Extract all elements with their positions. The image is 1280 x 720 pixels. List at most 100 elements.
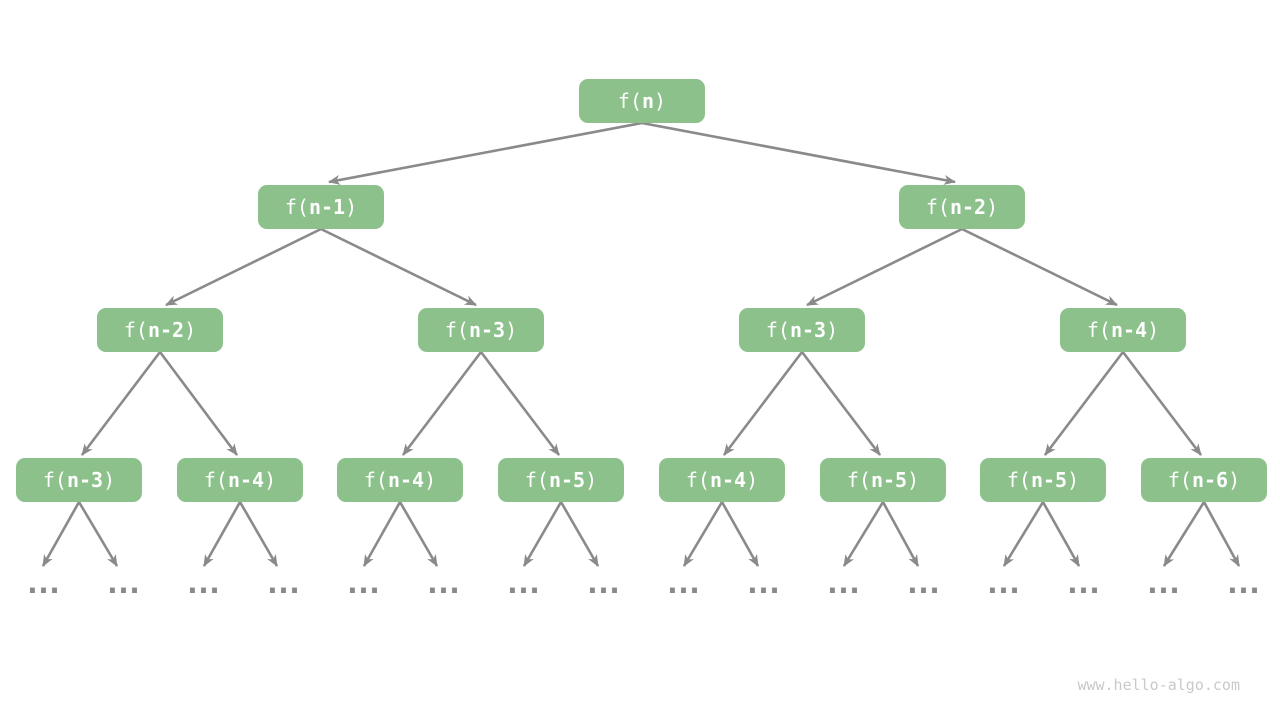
node-label-close: ) <box>1228 468 1241 492</box>
node-l3-6-f-n-5: f(n-5) <box>980 458 1106 502</box>
node-label-close: ) <box>826 318 839 342</box>
edge-l3-4-right <box>720 501 760 567</box>
edge-l3-5-right <box>881 501 920 567</box>
node-label-arg: n-4 <box>1110 318 1148 342</box>
edge-l2d-right <box>1121 351 1203 456</box>
node-label-arg: n-5 <box>548 468 586 492</box>
node-label-close: ) <box>654 89 667 113</box>
node-l2-0-f-n-2: f(n-2) <box>97 308 223 352</box>
edge-l2c-left <box>722 351 804 456</box>
edge-l2c-right <box>800 351 882 456</box>
node-label-close: ) <box>345 195 358 219</box>
node-label-open: f( <box>685 468 710 492</box>
node-label-open: f( <box>123 318 148 342</box>
ellipsis-leaf: ... <box>343 566 383 601</box>
ellipsis-leaf: ... <box>1223 566 1263 601</box>
node-l2-1-f-n-3: f(n-3) <box>418 308 544 352</box>
edge-l3-7-right <box>1202 501 1241 567</box>
node-l3-3-f-n-5: f(n-5) <box>498 458 624 502</box>
node-label-arg: n-4 <box>227 468 265 492</box>
node-l3-2-f-n-4: f(n-4) <box>337 458 463 502</box>
node-l1-f-n-2: f(n-2) <box>899 185 1025 229</box>
node-label-arg: n-1 <box>308 195 346 219</box>
node-l3-5-f-n-5: f(n-5) <box>820 458 946 502</box>
node-label-open: f( <box>1006 468 1031 492</box>
node-l3-0-f-n-3: f(n-3) <box>16 458 142 502</box>
node-label-close: ) <box>424 468 437 492</box>
node-l0-f-n: f(n) <box>579 79 705 123</box>
node-label-arg: n-4 <box>709 468 747 492</box>
node-label-open: f( <box>42 468 67 492</box>
ellipsis-leaf: ... <box>823 566 863 601</box>
node-label-close: ) <box>1147 318 1160 342</box>
ellipsis-leaf: ... <box>183 566 223 601</box>
edge-l3-3-left <box>522 501 563 567</box>
node-label-arg: n-3 <box>66 468 104 492</box>
node-l1-f-n-1: f(n-1) <box>258 185 384 229</box>
node-label-close: ) <box>184 318 197 342</box>
ellipsis-leaf: ... <box>743 566 783 601</box>
node-label-close: ) <box>907 468 920 492</box>
node-label-close: ) <box>986 195 999 219</box>
watermark: www.hello-algo.com <box>1077 676 1240 694</box>
node-label-close: ) <box>1067 468 1080 492</box>
node-label-arg: n-5 <box>870 468 908 492</box>
node-label-arg: n-2 <box>147 318 185 342</box>
node-label-arg: n-2 <box>949 195 987 219</box>
edge-root-right <box>641 121 956 185</box>
node-label-open: f( <box>363 468 388 492</box>
edge-l1a-right <box>320 227 477 307</box>
edge-l2d-left <box>1043 351 1125 456</box>
edge-l3-1-left <box>202 501 242 567</box>
node-label-open: f( <box>846 468 871 492</box>
node-label-arg: n-5 <box>1030 468 1068 492</box>
edge-l3-1-right <box>238 501 279 567</box>
node-label-open: f( <box>925 195 950 219</box>
node-label-open: f( <box>617 89 642 113</box>
edge-l2a-right <box>158 351 239 456</box>
node-label-open: f( <box>284 195 309 219</box>
ellipsis-leaf: ... <box>983 566 1023 601</box>
ellipsis-leaf: ... <box>583 566 623 601</box>
edge-l1b-right <box>961 227 1118 307</box>
node-l3-4-f-n-4: f(n-4) <box>659 458 785 502</box>
ellipsis-leaf: ... <box>1063 566 1103 601</box>
node-label-open: f( <box>1086 318 1111 342</box>
node-label-arg: n-6 <box>1191 468 1229 492</box>
ellipsis-leaf: ... <box>503 566 543 601</box>
ellipsis-leaf: ... <box>103 566 143 601</box>
node-l3-7-f-n-6: f(n-6) <box>1141 458 1267 502</box>
ellipsis-leaf: ... <box>23 566 63 601</box>
node-label-arg: n-4 <box>387 468 425 492</box>
node-label-open: f( <box>1167 468 1192 492</box>
ellipsis-leaf: ... <box>903 566 943 601</box>
ellipsis-leaf: ... <box>263 566 303 601</box>
node-l2-2-f-n-3: f(n-3) <box>739 308 865 352</box>
node-l3-1-f-n-4: f(n-4) <box>177 458 303 502</box>
ellipsis-leaf: ... <box>1143 566 1183 601</box>
node-label-close: ) <box>103 468 116 492</box>
edge-l3-6-right <box>1041 501 1081 567</box>
edge-group <box>41 121 1241 567</box>
edge-l2b-left <box>401 351 483 456</box>
edge-l3-2-left <box>362 501 402 567</box>
edge-l1a-left <box>165 227 322 307</box>
edge-l3-6-left <box>1002 501 1045 567</box>
edge-root-left <box>328 121 643 185</box>
node-label-open: f( <box>765 318 790 342</box>
node-label-close: ) <box>585 468 598 492</box>
edge-l3-0-left <box>41 501 81 567</box>
edge-l3-2-right <box>398 501 439 567</box>
node-label-open: f( <box>524 468 549 492</box>
node-label-close: ) <box>746 468 759 492</box>
node-label-arg: n-3 <box>468 318 506 342</box>
edge-l3-5-left <box>842 501 885 567</box>
edge-l3-4-left <box>682 501 724 567</box>
edge-l1b-left <box>806 227 963 307</box>
edge-l2a-left <box>80 351 162 456</box>
edge-l3-7-left <box>1162 501 1206 567</box>
ellipsis-leaf: ... <box>663 566 703 601</box>
